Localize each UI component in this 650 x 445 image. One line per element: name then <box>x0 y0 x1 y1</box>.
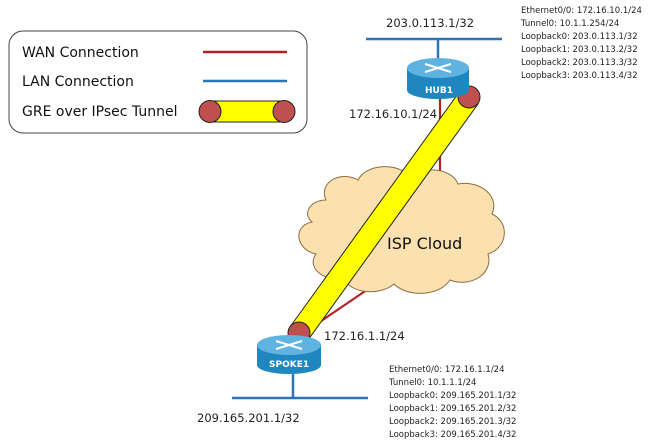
spoke-lan-ip-label: 209.165.201.1/32 <box>197 411 300 425</box>
router-arrows-icon <box>275 340 303 350</box>
legend-lan-label: LAN Connection <box>22 74 134 90</box>
hub-router-name: HUB1 <box>425 86 453 96</box>
hub-config-line: Loopback1: 203.0.113.2/32 <box>521 45 638 55</box>
spoke-lan: 209.165.201.1/32 <box>197 374 368 425</box>
hub-config-line: Loopback2: 203.0.113.3/32 <box>521 58 638 68</box>
legend-wan-label: WAN Connection <box>22 45 139 61</box>
hub-wan-ip-label: 172.16.10.1/24 <box>349 107 437 121</box>
legend-tunnel-icon <box>198 100 296 123</box>
hub-config-line: Ethernet0/0: 172.16.10.1/24 <box>521 6 642 16</box>
legend-tunnel-end-left <box>198 100 222 123</box>
hub-router-bottom <box>407 81 469 99</box>
spoke-wan-ip-label: 172.16.1.1/24 <box>324 329 405 343</box>
legend-tunnel-label: GRE over IPsec Tunnel <box>22 104 177 120</box>
legend-tunnel-end-right <box>272 100 296 123</box>
spoke-router-name: SPOKE1 <box>269 360 309 370</box>
spoke-config-line: Tunnel0: 10.1.1.1/24 <box>388 378 476 388</box>
spoke-config-line: Loopback1: 209.165.201.2/32 <box>389 404 516 414</box>
cloud-label: ISP Cloud <box>387 234 462 253</box>
hub-lan-ip-label: 203.0.113.1/32 <box>386 16 474 30</box>
legend: WAN Connection LAN Connection GRE over I… <box>8 30 308 134</box>
spoke-config-line: Loopback2: 209.165.201.3/32 <box>389 417 516 427</box>
spoke-config-line: Loopback3: 209.165.201.4/32 <box>389 430 516 440</box>
router-arrows-icon <box>424 63 452 73</box>
hub-router[interactable]: HUB1 <box>407 58 469 99</box>
spoke-config: Ethernet0/0: 172.16.1.1/24 Tunnel0: 10.1… <box>388 365 516 440</box>
spoke-config-line: Loopback0: 209.165.201.1/32 <box>389 391 516 401</box>
spoke-config-line: Ethernet0/0: 172.16.1.1/24 <box>389 365 505 375</box>
hub-config-line: Loopback3: 203.0.113.4/32 <box>521 71 638 81</box>
hub-config: Ethernet0/0: 172.16.10.1/24 Tunnel0: 10.… <box>520 6 642 81</box>
hub-config-line: Tunnel0: 10.1.1.254/24 <box>520 19 619 29</box>
hub-config-line: Loopback0: 203.0.113.1/32 <box>521 32 638 42</box>
spoke-router[interactable]: SPOKE1 <box>257 335 321 374</box>
hub-lan: 203.0.113.1/32 <box>366 16 502 66</box>
spoke-router-bottom <box>257 356 321 374</box>
